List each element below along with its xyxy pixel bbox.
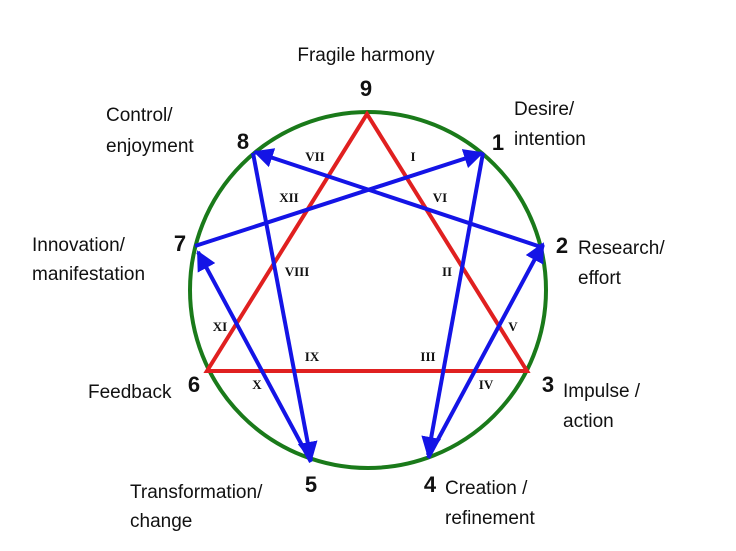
intersection-label-xi: XI — [213, 319, 227, 334]
label-2-line-2: effort — [578, 268, 622, 289]
label-9-line-1: Fragile harmony — [297, 45, 435, 66]
label-3-line-1: Impulse / — [563, 381, 641, 402]
intersection-label-xii: XII — [279, 190, 299, 205]
outer-circle — [188, 110, 548, 470]
point-number-4: 4 — [424, 472, 437, 497]
intersection-label-v: V — [508, 319, 518, 334]
label-8-line-2: enjoyment — [106, 136, 194, 157]
intersection-labels: I II III IV V VI VII VIII IX X XI XII — [213, 149, 519, 392]
label-4-line-2: refinement — [445, 508, 535, 529]
intersection-label-vi: VI — [433, 190, 447, 205]
label-7-line-1: Innovation/ — [32, 235, 126, 256]
intersection-label-x: X — [252, 377, 262, 392]
point-number-9: 9 — [360, 76, 372, 101]
point-number-6: 6 — [188, 372, 200, 397]
point-numbers: 9 1 2 3 4 5 6 7 8 — [174, 76, 568, 497]
arrow-8-to-5 — [251, 152, 318, 462]
intersection-label-viii: VIII — [285, 264, 310, 279]
label-2-line-1: Research/ — [578, 238, 665, 259]
intersection-label-iii: III — [420, 349, 435, 364]
point-number-3: 3 — [542, 372, 554, 397]
arrow-4-to-2 — [426, 242, 545, 459]
label-8-line-1: Control/ — [106, 105, 173, 126]
label-5-line-1: Transformation/ — [130, 482, 263, 503]
point-labels: Fragile harmony Desire/ intention Resear… — [32, 45, 665, 532]
point-number-7: 7 — [174, 231, 186, 256]
label-1-line-1: Desire/ — [514, 99, 575, 120]
label-4-line-1: Creation / — [445, 478, 528, 499]
label-1-line-2: intention — [514, 129, 586, 150]
label-7-line-2: manifestation — [32, 264, 145, 285]
label-6-line-1: Feedback — [88, 382, 172, 403]
label-3-line-2: action — [563, 411, 614, 432]
arrow-7-to-1 — [194, 149, 484, 248]
point-number-2: 2 — [556, 233, 568, 258]
point-number-8: 8 — [237, 129, 249, 154]
arrow-1-to-4 — [421, 152, 485, 457]
point-number-5: 5 — [305, 472, 317, 497]
arrow-2-to-8 — [253, 148, 545, 250]
point-number-1: 1 — [492, 130, 504, 155]
hexad-arrows — [194, 148, 545, 463]
intersection-label-iv: IV — [479, 377, 494, 392]
inner-triangle — [203, 110, 531, 373]
label-5-line-2: change — [130, 511, 192, 532]
intersection-label-ii: II — [442, 264, 452, 279]
arrow-5-to-7 — [196, 250, 313, 463]
intersection-label-i: I — [410, 149, 415, 164]
intersection-label-ix: IX — [305, 349, 320, 364]
intersection-label-vii: VII — [305, 149, 325, 164]
